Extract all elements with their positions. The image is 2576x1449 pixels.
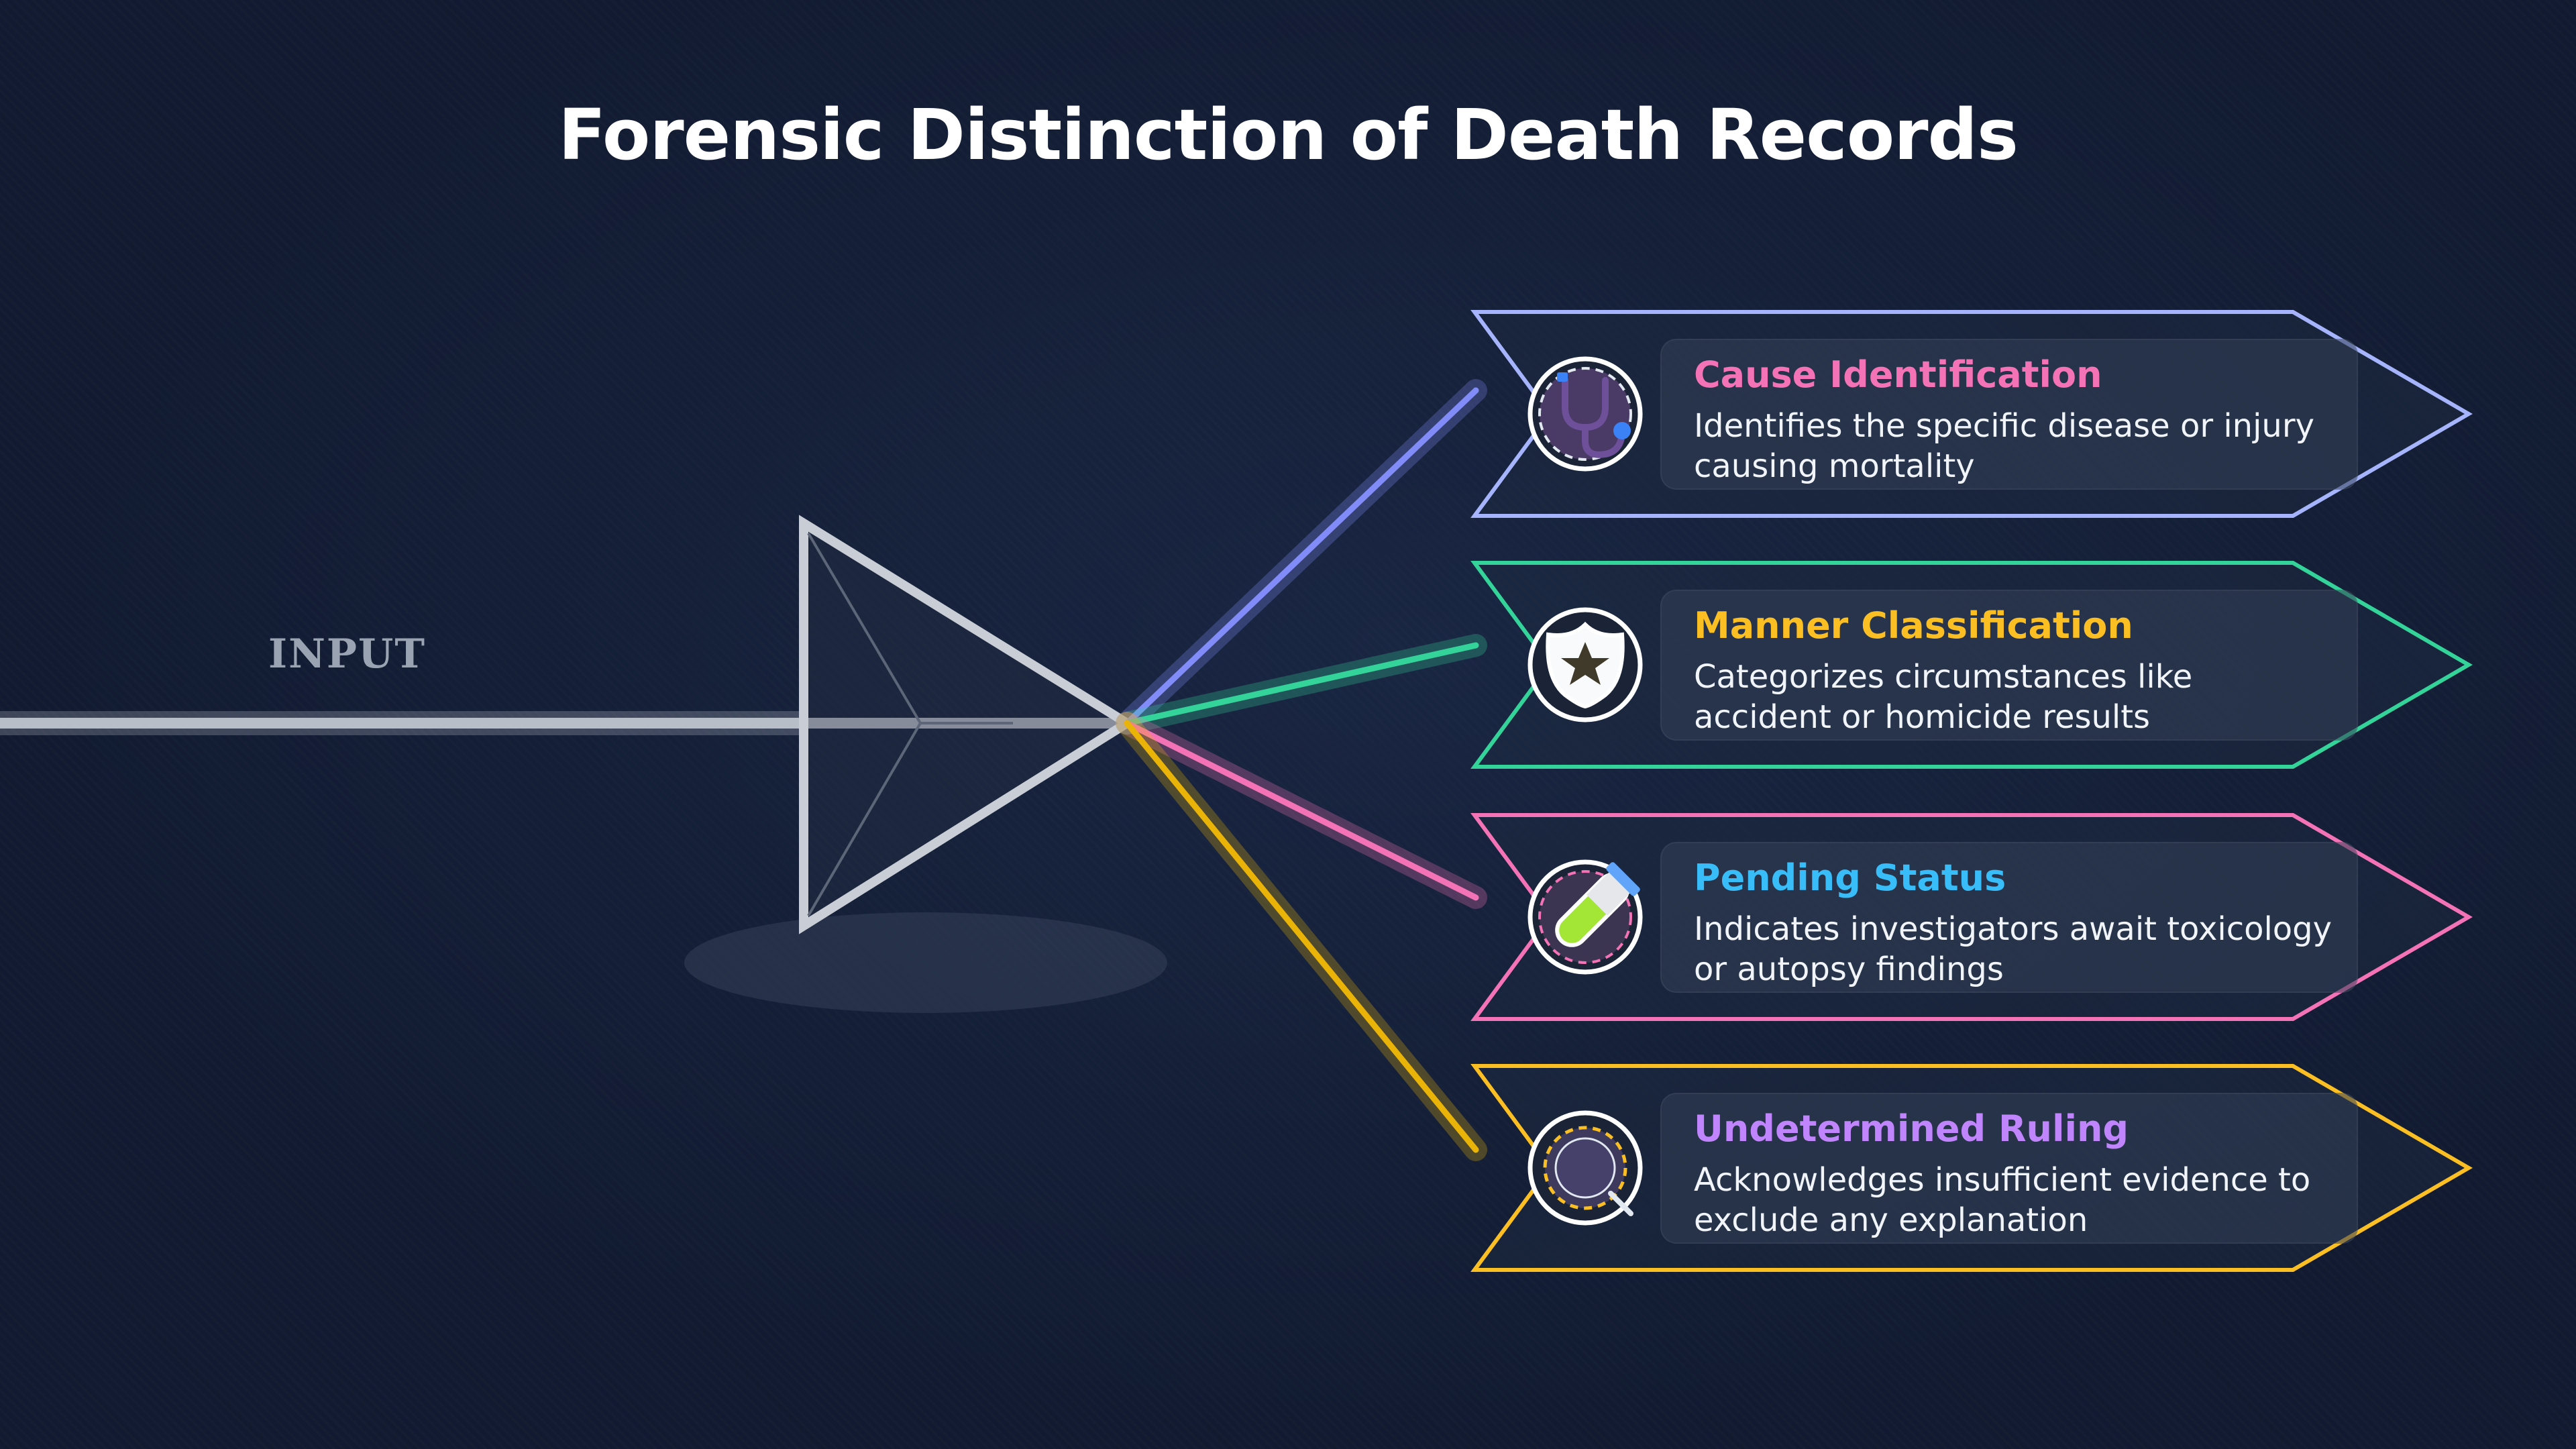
card-description: Indicates investigators await toxicology… xyxy=(1694,910,2332,988)
card-title: Undetermined Ruling xyxy=(1694,1108,2129,1150)
page-title: Forensic Distinction of Death Records xyxy=(558,94,2019,176)
card-description: Acknowledges insufficient evidence to ex… xyxy=(1694,1161,2311,1239)
output-card-manner: Manner Classification Categorizes circum… xyxy=(1660,590,2358,741)
magnifier-icon xyxy=(1527,1110,1643,1226)
output-ray xyxy=(1124,720,1479,1153)
card-title: Pending Status xyxy=(1694,857,2006,899)
output-card-undetermined: Undetermined Ruling Acknowledges insuffi… xyxy=(1660,1093,2358,1244)
output-ray xyxy=(1124,387,1479,727)
prism-facet-line xyxy=(807,722,922,917)
output-rays xyxy=(1116,379,1487,1161)
card-title: Cause Identification xyxy=(1694,354,2102,396)
badge-star-icon xyxy=(1527,607,1643,722)
output-ray xyxy=(1124,642,1479,727)
prism-facet-line xyxy=(807,532,922,724)
card-title: Manner Classification xyxy=(1694,604,2133,647)
card-description: Categorizes circumstances like accident … xyxy=(1694,658,2193,736)
input-label: INPUT xyxy=(268,631,426,678)
output-card-cause: Cause Identification Identifies the spec… xyxy=(1660,339,2358,490)
output-card-pending: Pending Status Indicates investigators a… xyxy=(1660,842,2358,993)
output-ray xyxy=(1124,720,1479,901)
stethoscope-icon xyxy=(1527,356,1643,472)
test-tube-icon xyxy=(1527,859,1643,975)
prism-shadow xyxy=(684,912,1167,1013)
card-description: Identifies the specific disease or injur… xyxy=(1694,407,2314,485)
